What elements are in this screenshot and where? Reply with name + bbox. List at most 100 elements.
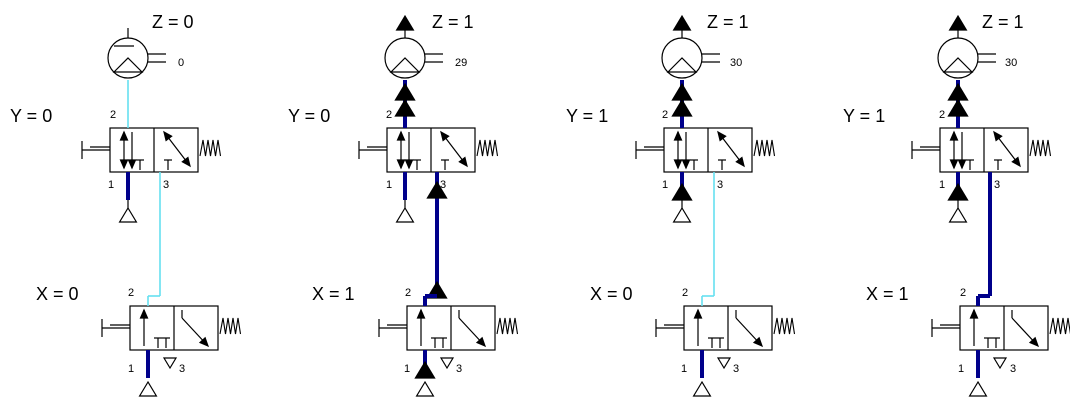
box-a-flow-head — [673, 130, 683, 141]
z-indicator — [107, 28, 166, 79]
flow-arrow-out — [394, 82, 416, 101]
indicator-signal-arrow — [672, 14, 692, 31]
box-b-flow-head — [957, 159, 967, 170]
y-source-triangle — [948, 206, 968, 223]
x-valve — [101, 305, 242, 351]
x-exhaust-triangle — [162, 357, 178, 370]
z-counter: 29 — [455, 57, 467, 69]
y-valve-port-1: 1 — [386, 179, 392, 191]
z-output-label: Z = 1 — [707, 12, 749, 32]
z-counter: 30 — [730, 57, 742, 69]
box-b-flow-head — [198, 336, 210, 348]
box-a-flow-tail — [396, 159, 406, 170]
box-a-flow-head — [693, 308, 703, 319]
y-input-label: Y = 0 — [10, 106, 52, 126]
box-c-flow-tail — [440, 130, 450, 142]
y-valve-port-3: 3 — [994, 179, 1000, 191]
x-valve-port-1: 1 — [128, 363, 134, 375]
box-b-flow-head — [127, 159, 137, 170]
panel-1-symbols — [81, 28, 242, 397]
indicator-inner-v — [666, 57, 698, 73]
x-valve — [378, 305, 519, 351]
y-valve-port-3: 3 — [717, 179, 723, 191]
z-output-label: Z = 1 — [432, 12, 474, 32]
x-valve-port-3: 3 — [1010, 363, 1016, 375]
spring — [496, 317, 519, 335]
box-c-flow-tail — [163, 130, 173, 142]
x-source-triangle — [138, 380, 158, 397]
panel-4-symbols — [911, 14, 1070, 397]
box-c-flow-tail — [993, 130, 1003, 142]
flow-arrow-out — [671, 82, 693, 101]
indicator-inner-v — [112, 57, 144, 73]
panel-4: Z = 1 30 Y = 1 2 1 3 X = 1 2 1 3 — [843, 12, 1024, 375]
box-b-flow-head — [681, 159, 691, 170]
flow-arrow-y-supply — [671, 182, 693, 201]
y-input-label: Y = 1 — [843, 106, 885, 126]
x-input-label: X = 0 — [590, 284, 633, 304]
y-valve — [911, 127, 1052, 173]
y-source-triangle — [118, 206, 138, 223]
x-valve-port-1: 1 — [404, 363, 410, 375]
z-indicator — [937, 14, 996, 79]
flow-arrow-link-top — [426, 180, 448, 199]
z-counter: 30 — [1005, 57, 1017, 69]
spring — [773, 317, 796, 335]
box-c-flow-tail — [717, 130, 727, 142]
panel-3: Z = 1 30 Y = 1 2 1 3 X = 0 2 1 3 — [566, 12, 749, 375]
box-a-flow-head — [119, 130, 129, 141]
x-valve-port-2: 2 — [128, 287, 134, 299]
x-valve-port-2: 2 — [682, 287, 688, 299]
box-b-flow-head — [475, 336, 487, 348]
x-valve-port-1: 1 — [681, 363, 687, 375]
box-b-flow-head — [752, 336, 764, 348]
flow-arrow-out-2 — [394, 98, 416, 117]
y-valve — [635, 127, 776, 173]
box-a-flow-head — [396, 130, 406, 141]
box-a-flow-tail — [119, 159, 129, 170]
spring — [1029, 139, 1052, 157]
y-source-triangle — [395, 206, 415, 223]
y-input-label: Y = 0 — [288, 106, 330, 126]
box-c-flow-head — [735, 156, 745, 168]
x-source-triangle — [415, 380, 435, 397]
indicator-signal-arrow — [395, 14, 415, 31]
x-valve-port-3: 3 — [456, 363, 462, 375]
z-indicator — [384, 14, 443, 79]
y-valve-port-1: 1 — [108, 179, 114, 191]
x-exhaust-triangle — [992, 357, 1008, 370]
y-valve-port-2: 2 — [110, 109, 116, 121]
y-valve-port-2: 2 — [662, 109, 668, 121]
x-input-label: X = 1 — [866, 284, 909, 304]
z-output-label: Z = 0 — [152, 12, 194, 32]
box-a-flow-head — [139, 308, 149, 319]
x-valve-port-3: 3 — [179, 363, 185, 375]
indicator-inner-v — [389, 57, 421, 73]
z-output-label: Z = 1 — [982, 12, 1024, 32]
panel-3-symbols — [635, 14, 796, 397]
box-b-flow-head — [1028, 336, 1040, 348]
box-b-flow-head — [404, 159, 414, 170]
x-exhaust-triangle — [716, 357, 732, 370]
spring — [199, 139, 222, 157]
x-exhaust-triangle — [439, 357, 455, 370]
flow-arrow-out-2 — [947, 98, 969, 117]
x-valve-port-2: 2 — [405, 287, 411, 299]
z-counter: 0 — [178, 57, 184, 69]
x-valve-port-2: 2 — [960, 287, 966, 299]
box-a-flow-head — [969, 308, 979, 319]
box-c-flow-head — [181, 156, 191, 168]
x-input-label: X = 0 — [36, 284, 79, 304]
box-a-flow-head — [949, 130, 959, 141]
y-input-label: Y = 1 — [566, 106, 608, 126]
y-valve — [358, 127, 499, 173]
y-source-triangle — [672, 206, 692, 223]
x-input-label: X = 1 — [312, 284, 355, 304]
y-valve — [81, 127, 222, 173]
z-indicator — [661, 14, 720, 79]
spring — [1049, 317, 1070, 335]
y-valve-port-3: 3 — [163, 179, 169, 191]
x-valve — [931, 305, 1070, 351]
flow-arrow-y-supply — [947, 182, 969, 201]
x-valve — [655, 305, 796, 351]
